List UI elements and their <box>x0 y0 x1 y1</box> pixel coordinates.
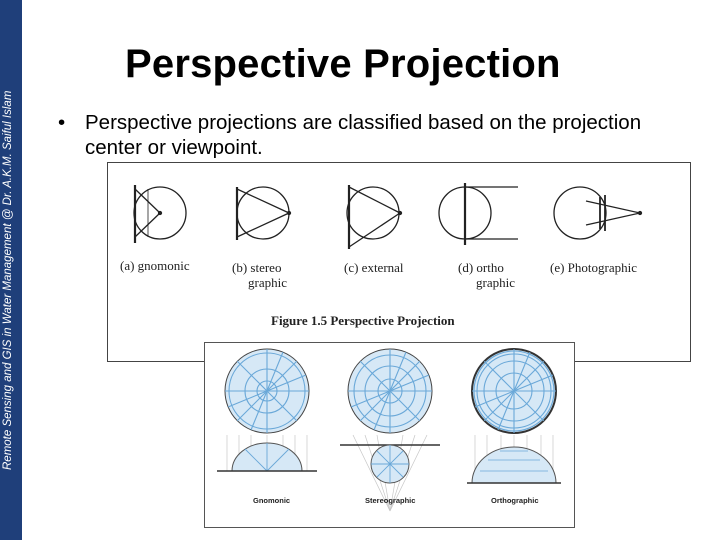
label-globe-orthographic: Orthographic <box>491 496 539 505</box>
label-gnomonic: (a) gnomonic <box>120 258 190 273</box>
sidebar-credit: Remote Sensing and GIS in Water Manageme… <box>2 90 14 470</box>
label-photographic: (e) Photographic <box>550 260 638 275</box>
label-stereo-graphic: graphic <box>248 275 287 290</box>
photographic-diagram <box>553 186 643 240</box>
globe-gnomonic <box>217 348 317 472</box>
label-ortho: (d) ortho <box>458 260 504 275</box>
external-diagram <box>346 185 403 249</box>
sidebar-band: Remote Sensing and GIS in Water Manageme… <box>0 0 22 540</box>
label-external: (c) external <box>344 260 404 275</box>
label-globe-gnomonic: Gnomonic <box>253 496 291 505</box>
label-stereo: (b) stereo <box>232 260 282 275</box>
globe-projections-svg <box>217 348 561 512</box>
label-ortho-graphic: graphic <box>476 275 515 290</box>
figure-diagrams-svg <box>133 183 643 249</box>
stereographic-diagram <box>235 186 292 240</box>
globe-stereographic <box>340 348 440 512</box>
figure-caption: Figure 1.5 Perspective Projection <box>271 313 455 328</box>
figure-perspective-diagrams: (a) gnomonic (b) stereo graphic (c) exte… <box>107 162 691 362</box>
bullet-marker: • <box>58 111 66 134</box>
globe-orthographic <box>467 348 561 484</box>
bullet-text: Perspective projections are classified b… <box>85 111 642 159</box>
gnomonic-diagram <box>133 185 187 243</box>
figure-globe-projections: Gnomonic Stereographic Orthographic <box>204 342 575 528</box>
orthographic-diagram <box>438 183 518 245</box>
label-globe-stereographic: Stereographic <box>365 496 416 505</box>
slide-title: Perspective Projection <box>125 42 561 86</box>
